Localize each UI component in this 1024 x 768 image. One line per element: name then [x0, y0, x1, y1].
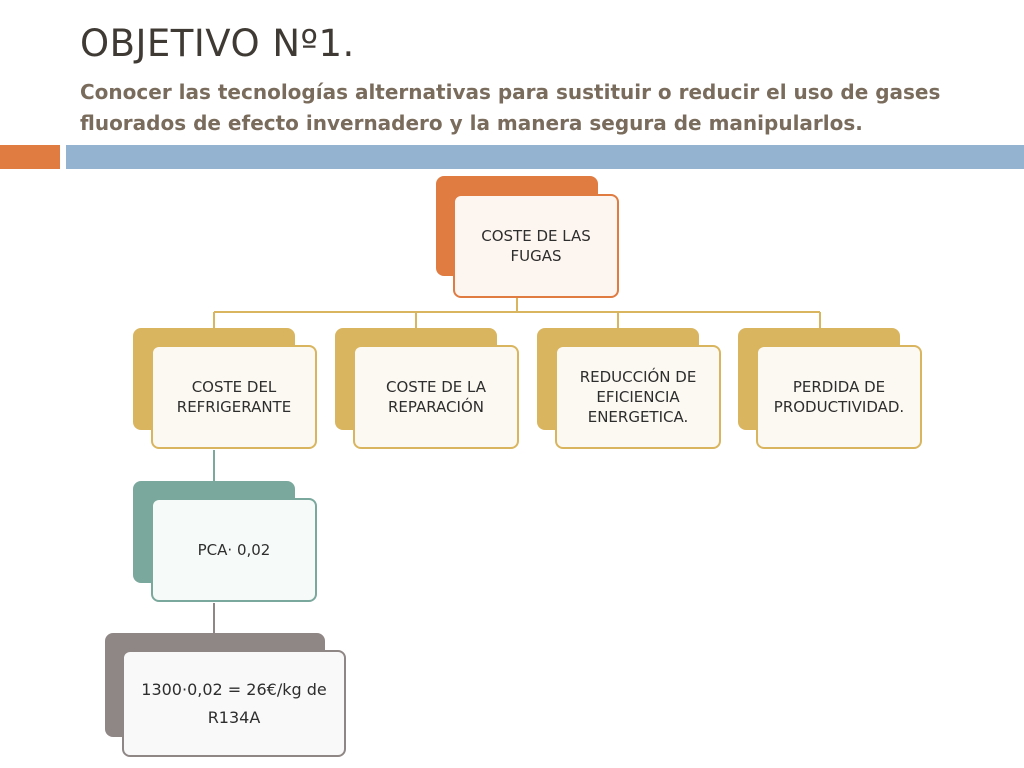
- slide-subtitle: Conocer las tecnologías alternativas par…: [80, 80, 941, 135]
- node-label: COSTE DE LA REPARACIÓN: [386, 378, 486, 416]
- node-coste-fugas: COSTE DE LAS FUGAS: [436, 176, 619, 298]
- node-coste-reparacion: COSTE DE LA REPARACIÓN: [335, 328, 519, 450]
- node-label: 1300·0,02 = 26€/kg de R134A: [141, 679, 327, 727]
- node-box: REDUCCIÓN DE EFICIENCIA ENERGETICA.: [555, 345, 721, 449]
- node-box: PCA· 0,02: [151, 498, 317, 602]
- node-pca: PCA· 0,02: [133, 481, 317, 603]
- node-calculo-r134a: 1300·0,02 = 26€/kg de R134A: [105, 633, 346, 757]
- node-perdida-productividad: PERDIDA DE PRODUCTIVIDAD.: [738, 328, 922, 450]
- node-box: PERDIDA DE PRODUCTIVIDAD.: [756, 345, 922, 449]
- slide-title: OBJETIVO Nº1.: [80, 22, 355, 65]
- node-label: COSTE DE LAS FUGAS: [481, 227, 591, 265]
- node-reduccion-eficiencia: REDUCCIÓN DE EFICIENCIA ENERGETICA.: [537, 328, 721, 450]
- node-box: 1300·0,02 = 26€/kg de R134A: [122, 650, 346, 757]
- node-box: COSTE DE LAS FUGAS: [453, 194, 619, 298]
- node-box: COSTE DEL REFRIGERANTE: [151, 345, 317, 449]
- node-label: REDUCCIÓN DE EFICIENCIA ENERGETICA.: [579, 368, 697, 426]
- node-coste-refrigerante: COSTE DEL REFRIGERANTE: [133, 328, 317, 450]
- node-label: COSTE DEL REFRIGERANTE: [176, 378, 292, 416]
- accent-bar-blue: [66, 145, 1024, 169]
- node-box: COSTE DE LA REPARACIÓN: [353, 345, 519, 449]
- accent-bar-orange: [0, 145, 60, 169]
- node-label: PERDIDA DE PRODUCTIVIDAD.: [773, 378, 905, 416]
- node-label: PCA· 0,02: [197, 541, 271, 559]
